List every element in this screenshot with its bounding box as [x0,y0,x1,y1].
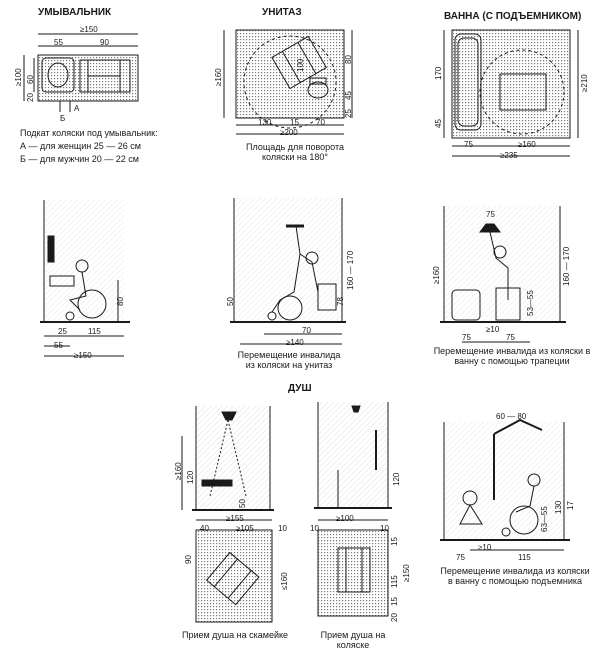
shower-left-caption: Прием душа на скамейке [181,630,289,640]
shower-left-160: ≥160 [174,462,183,480]
toilet-elev-78: 78 [336,297,345,306]
toilet-dim-width: ≥200 [280,128,298,137]
toilet-dim-inner: 100 [296,58,305,72]
shower-right-20: 20 [390,613,399,622]
bath-elev-75: 75 [486,210,495,219]
toilet-elev-50: 50 [226,297,235,306]
lift-dim-75: 75 [456,553,465,562]
shower-left-90: 90 [184,555,193,564]
sink-dim-right-part: 90 [100,38,109,47]
shower-right-100: ≥100 [336,514,354,523]
toilet-elevation [230,198,346,345]
toilet-elev-160-170: 160 — 170 [346,250,355,290]
sink-dim-height-outer: ≥100 [14,68,23,86]
toilet-dim-70: 70 [316,118,325,127]
lift-dim-17: 17 [566,501,575,510]
shower-left-105: ≥105 [236,524,254,533]
sink-elev-d4: ≥150 [74,351,92,360]
bath-dim-170: 170 [434,66,443,80]
toilet-title: УНИТАЗ [262,7,302,18]
shower-wheelchair-elevation [314,402,392,509]
sink-title: УМЫВАЛЬНИК [38,7,112,18]
toilet-dim-80: 80 [344,55,353,64]
bath-elev-75b: 75 [462,333,471,342]
sink-dim-left-part: 55 [54,38,63,47]
bath-dim-75: 75 [464,140,473,149]
toilet-dim-130: 130 [258,118,272,127]
shower-wheelchair-plan [317,519,389,617]
shower-right-115: 115 [390,575,399,588]
bath-elev-160-170: 160 — 170 [562,246,571,286]
bath-elevation [440,206,566,343]
shower-bench-elevation [181,406,274,511]
shower-left-120: 120 [186,470,195,484]
shower-left-160b: ≤160 [280,572,289,590]
sink-elev-d1: 25 [58,327,67,336]
shower-bench-plan [195,519,273,623]
lift-caption: Перемещение инвалида из коляски в ванну … [440,566,590,586]
bath-elev-75c: 75 [506,333,515,342]
toilet-dim-45: 45 [344,91,353,100]
sink-elevation [40,200,130,357]
shower-left-50: 50 [238,499,247,508]
toilet-dim-15: 15 [290,118,299,127]
lift-dim-10: ≥10 [478,543,492,552]
toilet-elev-70: 70 [302,326,311,335]
sink-label-b: Б [60,114,66,123]
sink-dim-height-bottom: 20 [26,93,35,102]
sink-elev-d2: 115 [88,327,101,336]
shower-right-150: ≥150 [402,564,411,582]
sink-note-women: А — для женщин 25 — 26 см [20,141,141,151]
bath-dim-210: ≥210 [580,74,589,92]
sink-elev-height: 80 [116,297,125,306]
bath-dim-45: 45 [434,119,443,128]
shower-right-10b: 10 [380,524,389,533]
bath-dim-160: ≥160 [518,140,536,149]
shower-right-15b: 15 [390,597,399,606]
shower-left-155: ≥155 [226,514,244,523]
sink-elev-d3: 55 [54,341,63,350]
shower-left-10: 10 [278,524,287,533]
sink-label-a: А [74,104,80,113]
sink-note-heading: Подкат коляски под умывальник: [20,128,158,138]
shower-right-15a: 15 [390,537,399,546]
toilet-dim-25: 25 [344,109,353,118]
toilet-dim-height: ≥160 [214,68,223,86]
sink-note-men: Б — для мужчин 20 — 22 см [20,154,139,164]
lift-elevation [440,418,570,551]
sink-plan [23,33,139,112]
bath-dim-235: ≥235 [500,151,518,160]
toilet-plan [223,29,353,135]
bath-elev-10: ≥10 [486,325,500,334]
toilet-elev-140: ≥140 [286,338,304,347]
bath-title: ВАННА (С ПОДЪЕМНИКОМ) [444,11,582,22]
sink-dim-top-width: ≥150 [80,25,98,34]
shower-left-40: 40 [200,524,209,533]
bath-plan [443,29,579,157]
lift-dim-130: 130 [554,500,563,514]
lift-dim-115: 115 [518,553,531,562]
shower-right-120: 120 [392,472,401,486]
shower-title: ДУШ [288,383,312,394]
toilet-turn-caption: Площадь для поворота коляски на 180° [246,142,344,162]
shower-right-10a: 10 [310,524,319,533]
lift-dim-60-80: 60 — 80 [496,412,527,421]
bath-caption: Перемещение инвалида из коляски в ванну … [433,346,591,366]
toilet-caption: Перемещение инвалида из коляски на унита… [237,350,341,370]
sink-dim-height-inner: 60 [26,75,35,84]
lift-dim-63-55: 63—55 [540,506,549,532]
bath-elev-53-55: 53—55 [526,290,535,316]
shower-right-caption: Прием душа на коляске [320,630,386,650]
bath-elev-160: ≥160 [432,266,441,284]
